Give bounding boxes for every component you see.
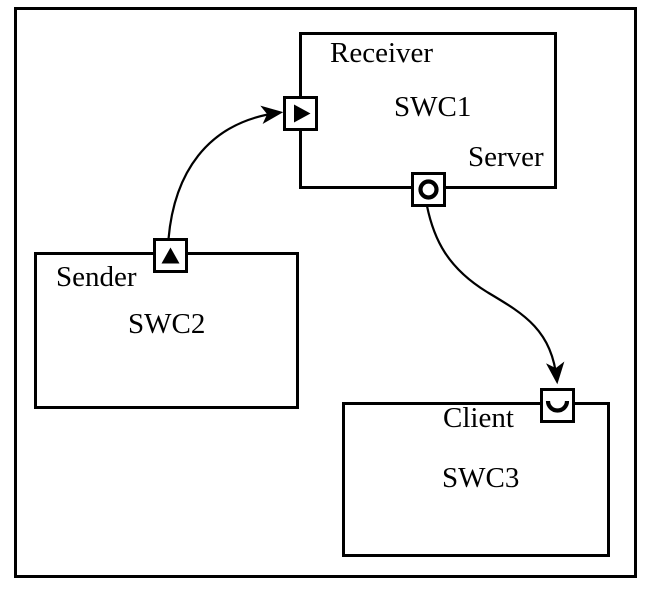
component-name-swc1: SWC1 [394, 91, 472, 123]
diagram-frame [14, 7, 637, 578]
circle-interface-icon [418, 179, 439, 200]
component-name-swc3: SWC3 [442, 462, 520, 494]
component-name-swc2: SWC2 [128, 308, 206, 340]
port-label-server: Server [468, 141, 544, 173]
triangle-right-icon [294, 104, 311, 123]
port-label-client: Client [443, 402, 514, 434]
port-label-sender: Sender [56, 261, 137, 293]
component-swc2: Sender SWC2 [34, 252, 299, 409]
port-label-receiver: Receiver [330, 37, 434, 69]
socket-arc-icon [545, 400, 570, 413]
client-port [540, 388, 575, 423]
server-port [411, 172, 446, 207]
component-swc1: Receiver SWC1 Server [299, 32, 557, 189]
receiver-port [283, 96, 318, 131]
component-swc3: Client SWC3 [342, 402, 610, 557]
triangle-up-icon [161, 247, 180, 264]
sender-port [153, 238, 188, 273]
